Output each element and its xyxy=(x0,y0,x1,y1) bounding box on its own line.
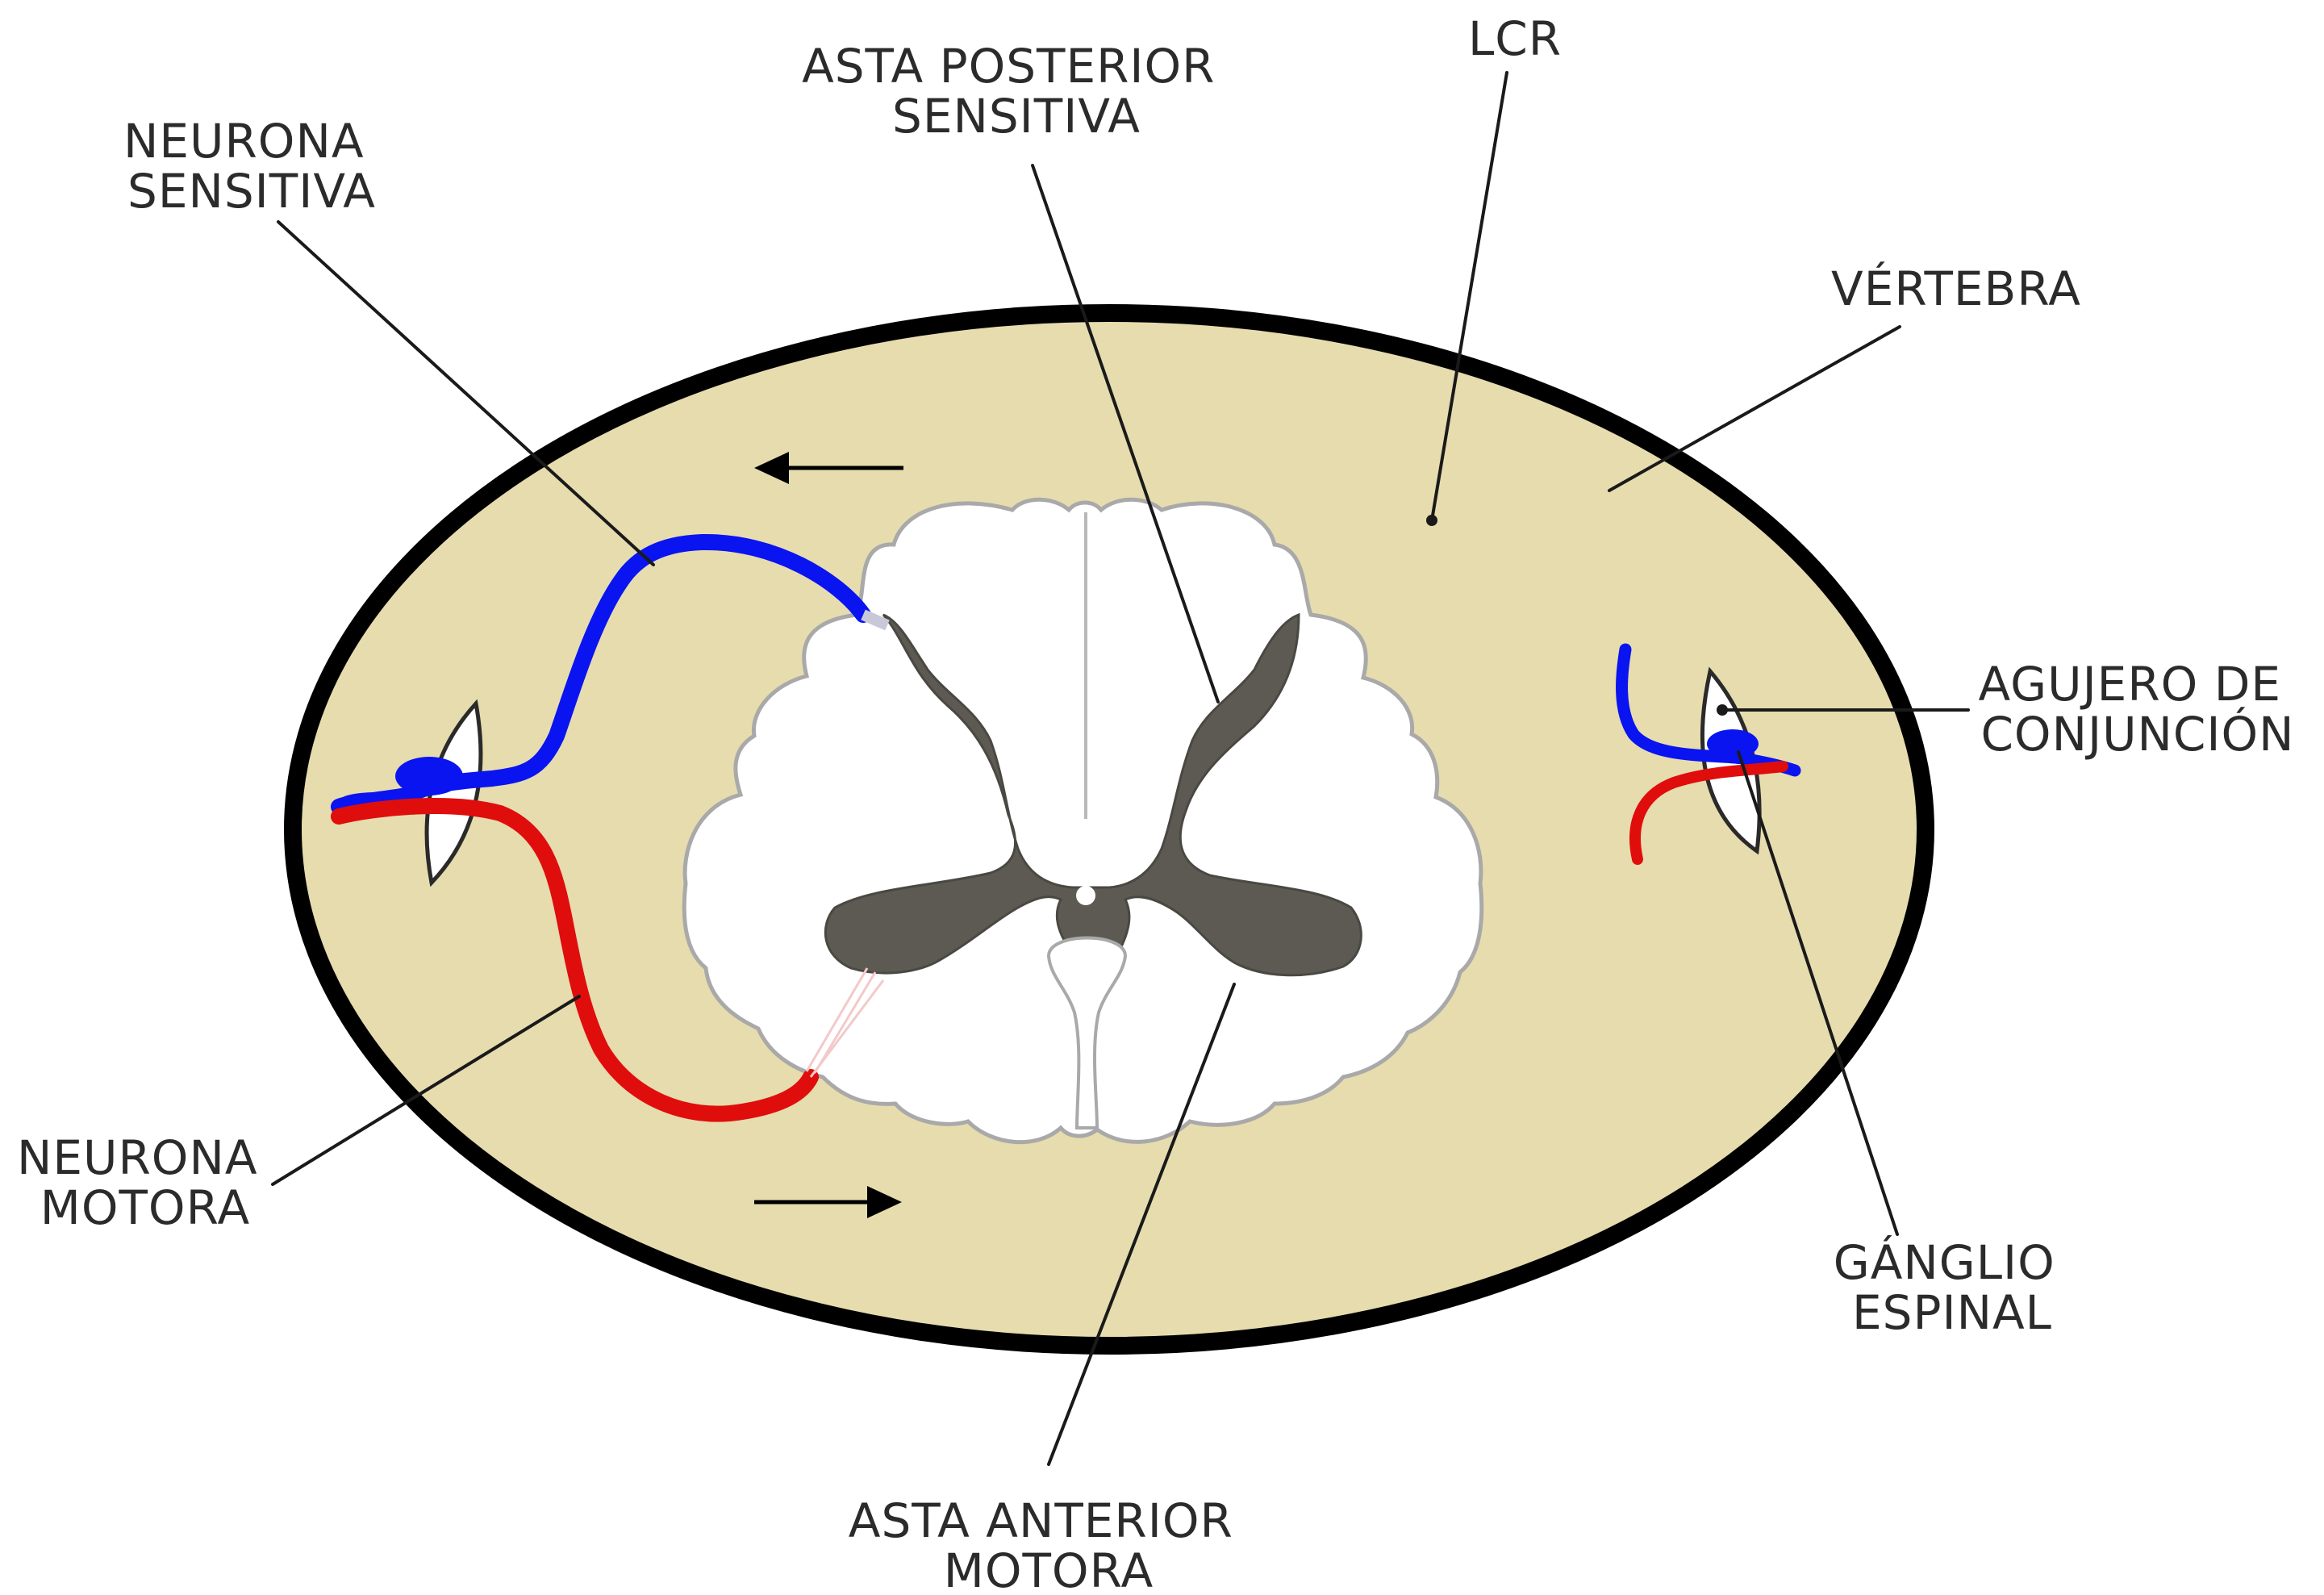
label-agujero-line2: CONJUNCIÓN xyxy=(1980,706,2294,762)
leader-vertebra xyxy=(1609,327,1900,491)
label-asta-posterior-line1: ASTA POSTERIOR xyxy=(802,39,1215,94)
spinal-ganglion-right xyxy=(1707,729,1759,758)
label-neurona-sensitiva: NEURONA SENSITIVA xyxy=(123,114,380,219)
label-neurona-sensitiva-line2: SENSITIVA xyxy=(127,164,376,219)
leader-agujero-dot xyxy=(1717,704,1728,716)
label-neurona-sensitiva-line1: NEURONA xyxy=(123,114,365,169)
label-vertebra-line1: VÉRTEBRA xyxy=(1831,261,2081,316)
central-canal xyxy=(1076,886,1095,905)
label-ganglio: GÁNGLIO ESPINAL xyxy=(1834,1234,2071,1340)
label-asta-anterior: ASTA ANTERIOR MOTORA xyxy=(849,1493,1249,1595)
label-neurona-motora: NEURONA MOTORA xyxy=(17,1130,273,1235)
label-ganglio-line2: ESPINAL xyxy=(1852,1285,2052,1340)
label-asta-posterior: ASTA POSTERIOR SENSITIVA xyxy=(802,39,1231,144)
label-asta-anterior-line2: MOTORA xyxy=(944,1543,1154,1595)
leader-lcr-dot xyxy=(1426,515,1437,526)
label-vertebra: VÉRTEBRA xyxy=(1831,261,2081,316)
label-agujero: AGUJERO DE CONJUNCIÓN xyxy=(1979,657,2297,762)
label-neurona-motora-line1: NEURONA xyxy=(17,1130,258,1185)
label-agujero-line1: AGUJERO DE xyxy=(1979,657,2282,712)
label-asta-anterior-line1: ASTA ANTERIOR xyxy=(849,1493,1233,1548)
label-lcr-line1: LCR xyxy=(1468,11,1562,66)
label-lcr: LCR xyxy=(1468,11,1562,66)
label-neurona-motora-line2: MOTORA xyxy=(40,1180,250,1235)
label-ganglio-line1: GÁNGLIO xyxy=(1834,1234,2055,1290)
spinal-ganglion-left xyxy=(395,757,463,795)
label-asta-posterior-line2: SENSITIVA xyxy=(892,89,1141,144)
